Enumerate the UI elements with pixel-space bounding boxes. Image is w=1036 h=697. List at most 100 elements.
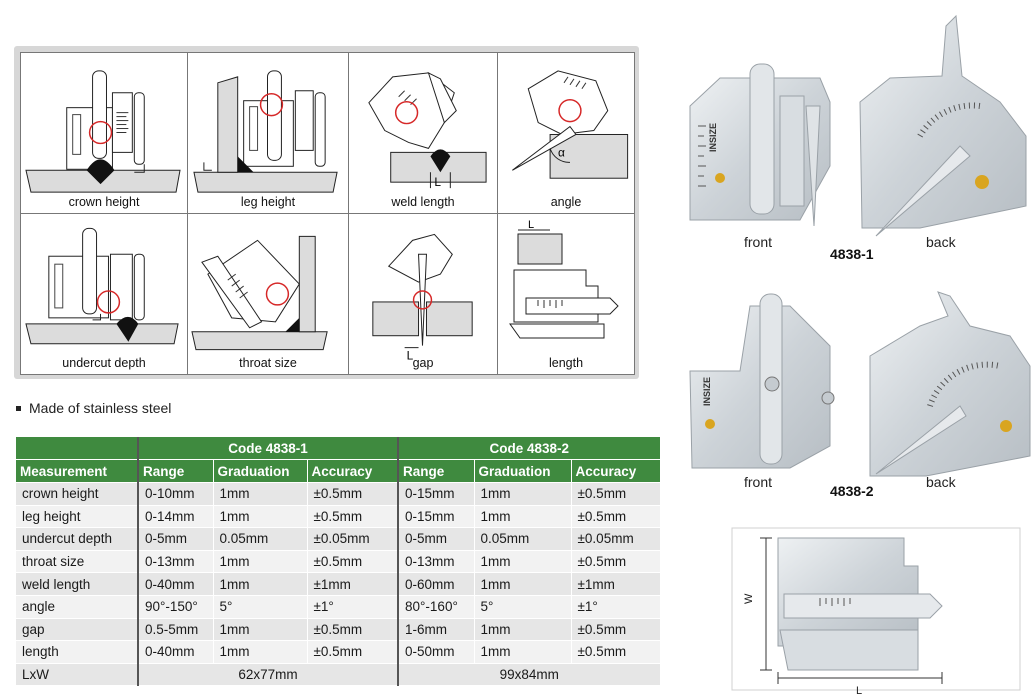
table-cell: ±0.05mm	[307, 527, 400, 551]
length-dimension: L	[856, 685, 862, 697]
table-cell: ±0.5mm	[571, 505, 661, 529]
gauge-4838-2-front: INSIZE	[689, 293, 835, 469]
diagram-weld-length: L weld length	[349, 53, 498, 214]
code-4838-2: 4838-2	[830, 483, 874, 499]
diagram-label: angle	[550, 195, 582, 209]
crown-height-illustration	[25, 70, 181, 193]
diagram-undercut-depth: undercut depth	[21, 214, 188, 374]
table-cell: ±0.05mm	[571, 527, 661, 551]
table-cell: ±1mm	[571, 572, 661, 596]
table-cell: 1mm	[474, 618, 572, 642]
table-cell: ±0.5mm	[307, 618, 400, 642]
table-cell: 1mm	[213, 618, 308, 642]
diagram-gap: L gap	[349, 214, 498, 374]
material-note: Made of stainless steel	[16, 400, 171, 416]
table-cell: ±0.5mm	[571, 618, 661, 642]
diagram-label: throat size	[239, 356, 297, 370]
table-cell: weld length	[16, 572, 139, 596]
table-cell: 0-13mm	[398, 550, 475, 574]
table-cell: ±1°	[307, 595, 400, 619]
header-code-4838-1: Code 4838-1	[138, 437, 400, 460]
material-note-text: Made of stainless steel	[29, 400, 172, 416]
table-cell: 1mm	[213, 640, 308, 664]
spec-table: Code 4838-1 Code 4838-2 Measurement Rang…	[16, 437, 661, 687]
table-cell: ±1°	[571, 595, 661, 619]
table-cell: 1mm	[213, 550, 308, 574]
weld-length-illustration: L	[368, 71, 487, 189]
table-cell: 1mm	[474, 640, 572, 664]
diagram-label: crown height	[68, 195, 140, 209]
gauge-4838-1-front: INSIZE	[689, 63, 831, 227]
col-header: Accuracy	[571, 459, 661, 483]
table-cell: leg height	[16, 505, 139, 529]
diagram-label: gap	[412, 356, 434, 370]
brand-logo: INSIZE	[708, 123, 718, 152]
table-cell: 5°	[213, 595, 308, 619]
product-photos: INSIZE INSIZE	[680, 6, 1036, 697]
col-header: Range	[398, 459, 475, 483]
table-cell: 1-6mm	[398, 618, 475, 642]
table-cell: throat size	[16, 550, 139, 574]
table-cell: 0-40mm	[138, 640, 214, 664]
diagram-grid: crown height leg height	[20, 52, 635, 375]
table-cell: angle	[16, 595, 139, 619]
header-code-4838-2: Code 4838-2	[398, 437, 661, 460]
table-cell: 1mm	[213, 505, 308, 529]
table-cell: ±0.5mm	[307, 505, 400, 529]
table-cell: 0-15mm	[398, 505, 475, 529]
table-cell: 5°	[474, 595, 572, 619]
table-cell: ±1mm	[307, 572, 400, 596]
undercut-depth-illustration	[25, 227, 179, 345]
table-cell: 0-13mm	[138, 550, 214, 574]
table-cell: length	[16, 640, 139, 664]
table-cell: undercut depth	[16, 527, 139, 551]
table-cell: 1mm	[474, 482, 572, 506]
gauge-illustrations: INSIZE INSIZE	[689, 14, 1031, 697]
table-cell: 0.5-5mm	[138, 618, 214, 642]
diagram-label: weld length	[391, 195, 455, 209]
diagram-leg-height: leg height	[188, 53, 349, 214]
col-header: Measurement	[16, 459, 139, 483]
gap-illustration: L	[372, 233, 473, 363]
length-mark: L	[434, 175, 441, 189]
table-cell: 0-15mm	[398, 482, 475, 506]
angle-illustration: α	[512, 70, 629, 179]
table-cell: ±0.5mm	[307, 640, 400, 664]
table-cell: 1mm	[474, 505, 572, 529]
table-cell: ±0.5mm	[571, 550, 661, 574]
label-back-4838-1: back	[926, 234, 956, 250]
diagram-label: leg height	[240, 195, 296, 209]
brand-logo: INSIZE	[702, 377, 712, 406]
table-cell: 0-14mm	[138, 505, 214, 529]
diagram-length: L length	[498, 214, 634, 374]
throat-size-illustration	[191, 235, 328, 351]
angle-mark: α	[558, 145, 565, 159]
length-illustration: L	[509, 219, 619, 339]
size-4838-1: 62x77mm	[138, 663, 400, 687]
size-label: LxW	[16, 663, 139, 687]
diagram-label: length	[548, 356, 584, 370]
dimension-drawing: W L	[731, 527, 1021, 697]
table-cell: 0-10mm	[138, 482, 214, 506]
table-cell: crown height	[16, 482, 139, 506]
size-4838-2: 99x84mm	[398, 663, 661, 687]
col-header: Graduation	[474, 459, 572, 483]
code-4838-1: 4838-1	[830, 246, 874, 262]
length-mark: L	[528, 219, 534, 231]
table-cell: ±0.5mm	[307, 482, 400, 506]
gap-mark: L	[407, 349, 414, 363]
table-cell: 80°-160°	[398, 595, 475, 619]
diagram-throat-size: throat size	[188, 214, 349, 374]
width-dimension: W	[743, 593, 755, 604]
label-front-4838-1: front	[744, 234, 773, 250]
